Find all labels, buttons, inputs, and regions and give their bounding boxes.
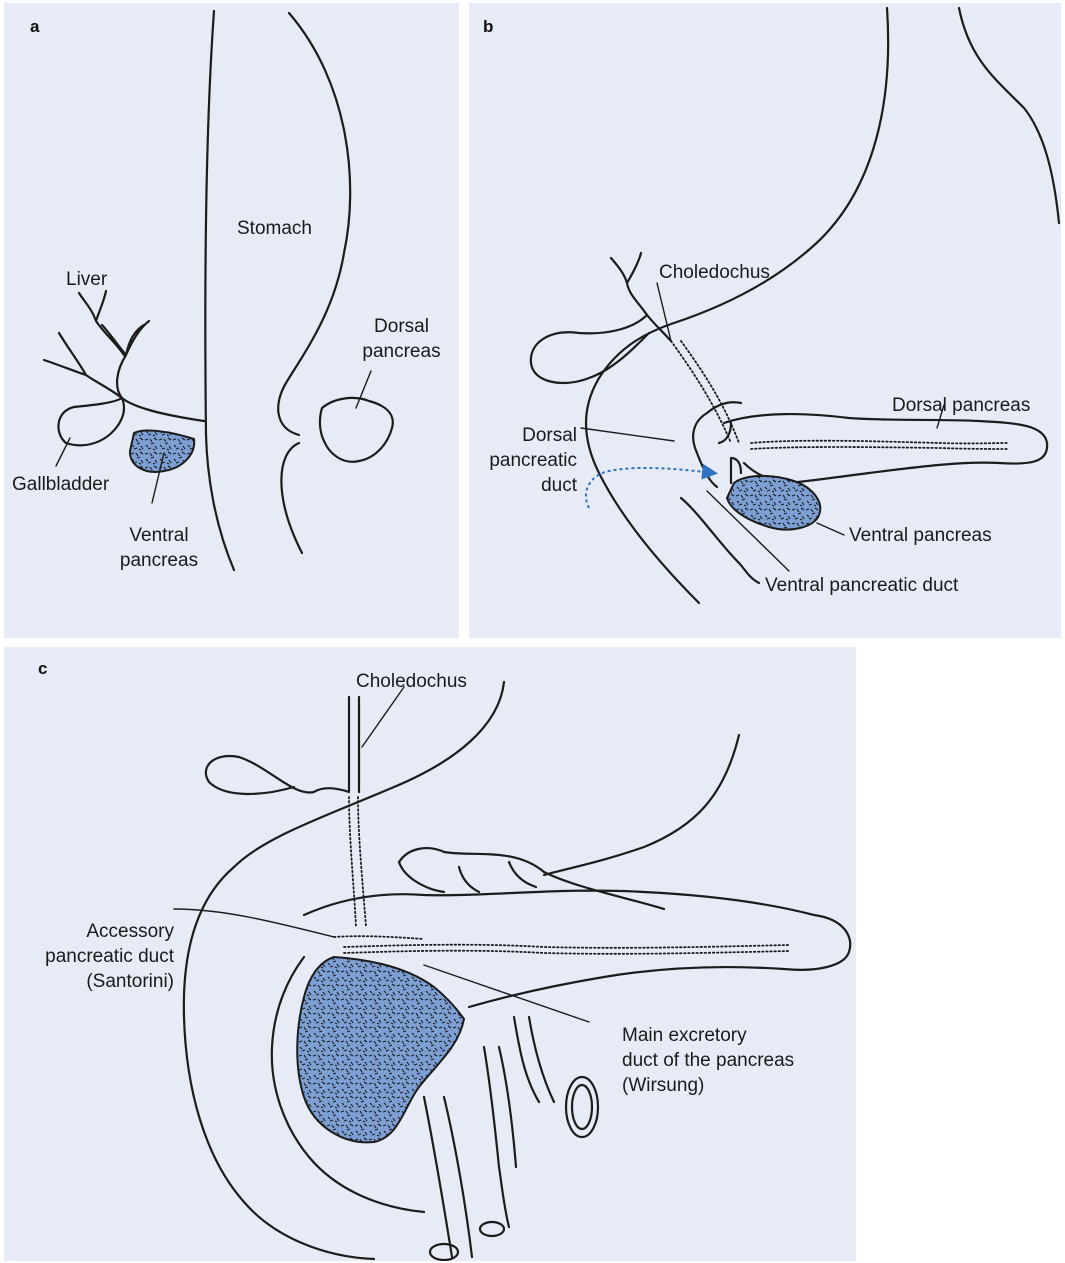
label-liver: Liver (66, 267, 107, 292)
panel-letter-c: c (38, 659, 47, 679)
label-gallbladder: Gallbladder (12, 472, 109, 497)
pancreas-fold-inner (399, 862, 536, 892)
gallbladder-c (206, 697, 359, 794)
wirsung-duct (344, 945, 789, 948)
stomach-outline-outer (586, 8, 888, 603)
label-choledochus-b: Choledochus (659, 260, 770, 285)
dorsal-duct-b2 (751, 447, 1009, 449)
wirsung-duct-2 (344, 951, 789, 954)
label-dorsal-pancreatic-duct: Dorsal pancreatic duct (471, 423, 577, 498)
leader-choledochus-c (362, 687, 404, 747)
leader-ventral-pancreas-b (817, 523, 844, 535)
pancreas-fold-top (399, 848, 664, 909)
label-ventral-pancreatic-duct: Ventral pancreatic duct (765, 573, 958, 598)
gallbladder-outline (58, 398, 124, 445)
label-ventral-pancreas-b: Ventral pancreas (849, 523, 992, 548)
ventral-pancreas-a (130, 431, 194, 472)
label-stomach: Stomach (237, 216, 312, 241)
choledochus-duct-c2 (358, 797, 366, 927)
label-dorsal-pancreas-b: Dorsal pancreas (892, 393, 1030, 418)
vessel-1 (424, 1097, 472, 1257)
leader-dorsal-pancreas (356, 371, 371, 408)
panel-a: a Stomach Liver Dorsal pancreas Gallblad… (4, 3, 459, 638)
vessel-3 (514, 1017, 554, 1102)
pancreas-head-c (297, 957, 464, 1142)
leader-gallbladder (56, 438, 70, 466)
vessel-2 (484, 1047, 516, 1227)
choledochus-duct-c (349, 797, 356, 927)
panel-letter-b: b (483, 17, 493, 37)
vessel-end-1 (430, 1244, 458, 1260)
stomach-outline-left (205, 11, 234, 570)
label-ventral-pancreas-a: Ventral pancreas (104, 523, 214, 573)
rotation-arrow (586, 468, 714, 508)
gallbladder-b (531, 315, 649, 383)
panel-b: b Choledochus Dorsal pancreas Dorsal pan… (469, 3, 1061, 638)
label-dorsal-pancreas-a: Dorsal pancreas (349, 314, 454, 364)
label-accessory-pancreatic-duct: Accessory pancreatic duct (Santorini) (24, 919, 174, 994)
stomach-outline-right (278, 13, 350, 553)
vessel-end-2 (480, 1222, 504, 1236)
dorsal-duct-b (751, 441, 1009, 444)
duct-junction (719, 423, 741, 483)
label-choledochus-c: Choledochus (356, 669, 467, 694)
stomach-curve-c (544, 735, 739, 875)
panel-c: c Choledochus Accessory pancreatic duct … (4, 647, 856, 1261)
label-main-excretory-duct: Main excretory duct of the pancreas (Wir… (622, 1023, 794, 1098)
vessel-aorta-inner (572, 1085, 592, 1129)
ventral-pancreas-b (727, 476, 820, 530)
choledochus-duct-b (671, 341, 731, 443)
stomach-outline-inner (959, 8, 1059, 223)
santorini-duct (334, 936, 424, 939)
leader-dorsal-duct (581, 428, 674, 441)
panel-letter-a: a (30, 17, 39, 37)
